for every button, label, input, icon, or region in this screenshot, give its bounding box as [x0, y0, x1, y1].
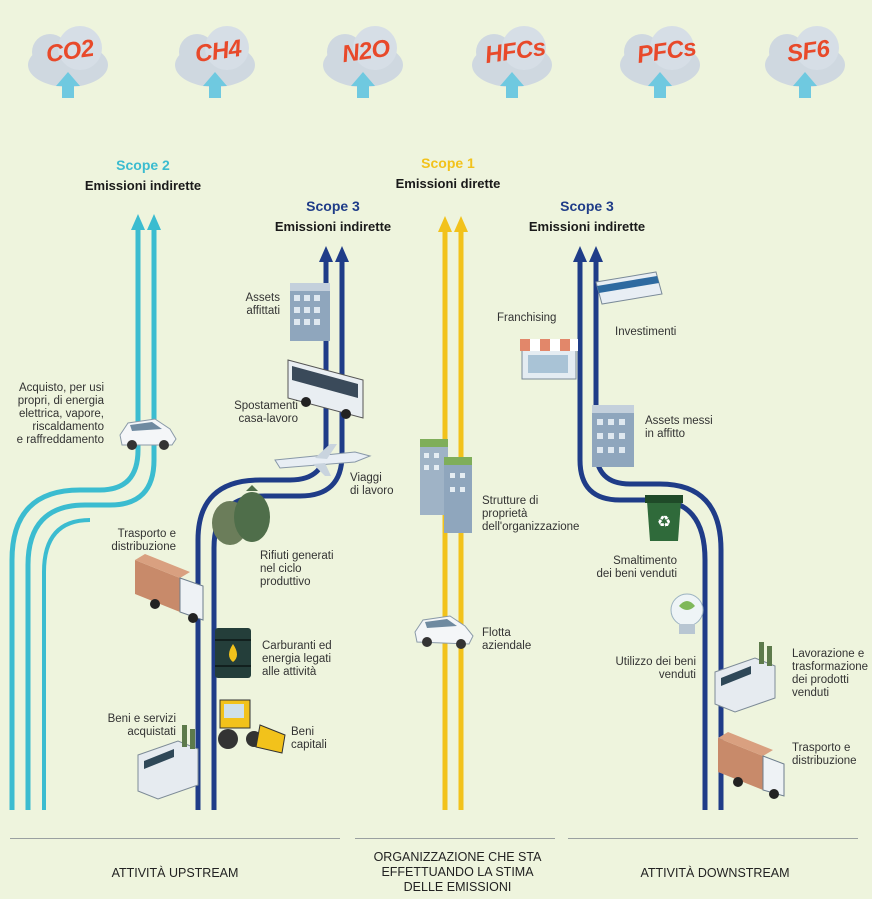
- bus-icon: [287, 359, 364, 419]
- recycle-bin-icon: ♻: [645, 495, 683, 541]
- label-investimenti: Investimenti: [615, 326, 677, 338]
- building-icon: [592, 405, 634, 467]
- cloud-icon: [175, 26, 255, 98]
- footer-downstream: ATTIVITÀ DOWNSTREAM: [640, 866, 790, 880]
- truck-icon: [135, 554, 204, 623]
- svg-text:♻: ♻: [657, 512, 671, 531]
- scope1-title: Scope 1: [421, 155, 475, 171]
- truck-icon: [718, 732, 785, 799]
- cloud-icon: [28, 26, 108, 98]
- scope2-arrowheads: [131, 214, 161, 230]
- factory-icon: [137, 725, 199, 800]
- scope1-arrowheads: [438, 216, 468, 232]
- scope1-subtitle: Emissioni dirette: [395, 176, 501, 191]
- footer-upstream: ATTIVITÀ UPSTREAM: [111, 866, 239, 880]
- cloud-icon: [472, 26, 552, 98]
- scope3-upstream-arrowheads: [319, 246, 349, 262]
- airplane-icon: [274, 444, 372, 476]
- factory-icon: [714, 642, 776, 713]
- scope3-upstream-subtitle: Emissioni indirette: [274, 219, 392, 234]
- divider-upstream: [10, 838, 340, 839]
- scope3-downstream-subtitle: Emissioni indirette: [528, 219, 646, 234]
- label-franchising: Franchising: [497, 312, 557, 324]
- divider-downstream: [568, 838, 858, 839]
- cloud-icon: [765, 26, 845, 98]
- scope2-flow: [9, 225, 157, 810]
- scope3-downstream-arrowheads: [573, 246, 603, 262]
- bulldozer-icon: [218, 699, 286, 754]
- cloud-icon: [323, 26, 403, 98]
- scope3-upstream-title: Scope 3: [306, 198, 360, 214]
- gas-sf6-label: SF6: [785, 35, 832, 68]
- oil-barrel-icon: [215, 628, 251, 678]
- garbage-bag-icon: [212, 485, 270, 545]
- car-icon: [414, 615, 474, 649]
- shop-icon: [520, 339, 578, 380]
- scope3-downstream-title: Scope 3: [560, 198, 614, 214]
- car-icon: [119, 418, 177, 450]
- divider-org: [355, 838, 555, 839]
- credit-card-icon: [595, 271, 663, 305]
- scope2-title: Scope 2: [116, 157, 170, 173]
- cloud-icon: [620, 26, 700, 98]
- cloud-icons: [28, 26, 845, 98]
- scope2-subtitle: Emissioni indirette: [84, 178, 202, 193]
- building-icon: [290, 283, 330, 341]
- building-icon: [420, 439, 472, 533]
- light-bulb-icon: [670, 593, 704, 634]
